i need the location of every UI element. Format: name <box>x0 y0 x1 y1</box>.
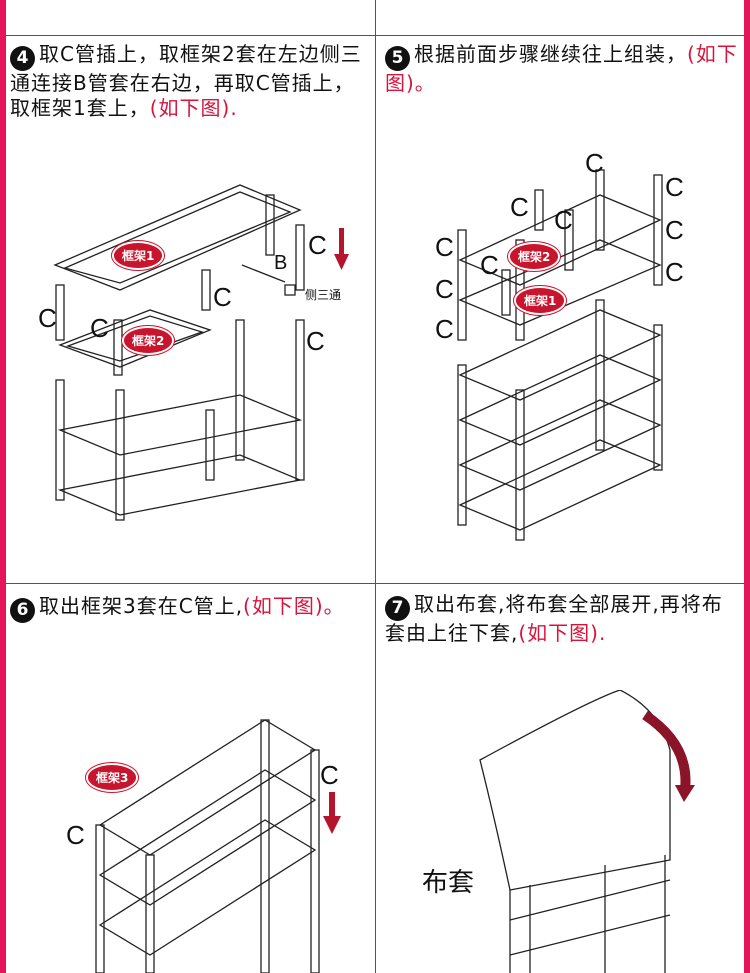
step-6-c-label-2: C <box>66 820 85 850</box>
cloth-cover-outline <box>479 690 671 891</box>
step-6-number: 6 <box>10 598 35 623</box>
step-5-c-label-5: C <box>665 215 684 245</box>
frame-3-badge: 框架3 <box>86 763 139 792</box>
step-6-c-label-1: C <box>320 760 339 790</box>
step-5-c-label-10: C <box>435 314 454 344</box>
step-5-number: 5 <box>385 46 410 71</box>
step-5-frame-2-badge: 框架2 <box>508 242 561 271</box>
step-5-c-label-9: C <box>435 274 454 304</box>
step-7-body: 取出布套,将布套全部展开,再将布套由上往下套, <box>385 592 723 645</box>
step-4-c-label-1: C <box>308 230 327 260</box>
frame-1-badge: 框架1 <box>112 241 165 270</box>
step-5-c-label-7: C <box>435 232 454 262</box>
step-4-c-label-3: C <box>38 303 57 333</box>
step-4-diagram <box>53 184 305 521</box>
step-7-number: 7 <box>385 596 410 621</box>
down-arrow-icon <box>334 228 349 270</box>
step-6-diagram <box>95 719 320 973</box>
step-4-tee-label: 侧三通 <box>305 288 342 302</box>
step-5-c-label-1: C <box>585 148 604 178</box>
step-4-c-label-5: C <box>306 326 325 356</box>
step-5-c-label-2: C <box>510 192 529 222</box>
step-4-number: 4 <box>10 46 35 71</box>
right-border <box>744 0 750 973</box>
step-5-c-label-8: C <box>480 250 499 280</box>
frame-2-badge: 框架2 <box>122 326 175 355</box>
step-4-b-label: B <box>274 252 288 274</box>
step-5-frame-1-badge: 框架1 <box>514 286 567 315</box>
step-7-note: (如下图). <box>518 621 607 645</box>
divider-vertical <box>375 0 376 973</box>
step-6-down-arrow-icon <box>323 792 341 834</box>
step-6-note: (如下图)。 <box>243 594 345 618</box>
step-4-c-label-2: C <box>213 282 232 312</box>
frame-1-outline <box>53 184 302 291</box>
step-5-body: 根据前面步骤继续往上组装， <box>414 42 687 66</box>
step-6-body: 取出框架3套在C管上, <box>39 594 244 618</box>
step-4-body: 取C管插上，取框架2套在左边侧三通连接B管套在右边，再取C管插上，取框架1套上， <box>10 42 362 120</box>
step-4-note: (如下图). <box>149 96 238 120</box>
cloth-cover-label: 布套 <box>422 867 475 897</box>
step-4-c-label-4: C <box>90 313 109 343</box>
step-7-diagram <box>479 690 695 973</box>
curved-arrow-icon <box>642 710 691 791</box>
step-5-c-label-3: C <box>554 205 573 235</box>
step-5-c-label-4: C <box>665 172 684 202</box>
frame-2-outline <box>58 309 212 368</box>
left-border <box>0 0 6 973</box>
step-5-note: (如下图)。 <box>385 42 738 95</box>
step-5-c-label-6: C <box>665 257 684 287</box>
